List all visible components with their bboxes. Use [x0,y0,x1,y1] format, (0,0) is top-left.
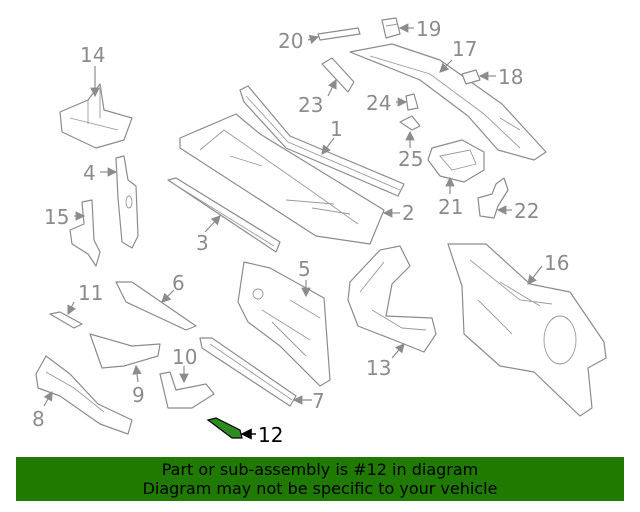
part-17 [349,43,547,161]
callout-10: 10 [172,345,197,369]
callout-4: 4 [83,161,96,185]
callout-7: 7 [312,389,325,413]
part-20 [317,27,361,41]
callout-19: 19 [416,17,441,41]
part-23 [321,57,355,93]
part-22 [477,177,509,219]
part-9 [89,333,161,369]
banner-line-2: Diagram may not be specific to your vehi… [142,479,498,498]
part-11 [49,311,83,329]
callout-22: 22 [514,199,539,223]
part-12-highlighted [206,417,243,439]
part-25 [399,115,421,131]
part-16 [447,243,607,417]
part-10 [159,371,215,409]
callout-5: 5 [298,257,311,281]
info-banner: Part or sub-assembly is #12 in diagram D… [16,457,624,501]
parts-diagram: 14 4 15 3 2 1 20 19 [32,17,607,447]
callout-3: 3 [196,231,209,255]
banner-line-1: Part or sub-assembly is #12 in diagram [161,460,479,479]
part-1 [239,85,405,197]
callout-14: 14 [80,43,105,67]
callout-1: 1 [330,117,343,141]
part-4 [115,155,139,249]
callout-17: 17 [452,37,477,61]
part-6 [115,281,197,331]
callout-2: 2 [402,201,415,225]
callout-15: 15 [44,205,69,229]
part-15 [69,199,101,267]
part-18 [461,69,481,85]
callout-13: 13 [366,356,391,380]
callout-18: 18 [498,65,523,89]
callout-23: 23 [298,93,323,117]
callout-21: 21 [438,195,463,219]
callout-12: 12 [258,423,283,447]
callout-6: 6 [172,271,185,295]
callout-20: 20 [278,29,303,53]
callout-8: 8 [32,407,45,431]
callout-24: 24 [366,91,391,115]
part-21 [427,139,485,183]
part-2 [179,113,385,245]
callout-25: 25 [398,147,423,171]
callout-9: 9 [132,383,145,407]
part-3 [167,177,281,253]
part-24 [405,93,419,111]
callout-11: 11 [78,281,103,305]
part-13 [347,245,437,353]
part-14 [59,83,133,149]
part-19 [381,17,401,39]
callout-16: 16 [544,251,569,275]
